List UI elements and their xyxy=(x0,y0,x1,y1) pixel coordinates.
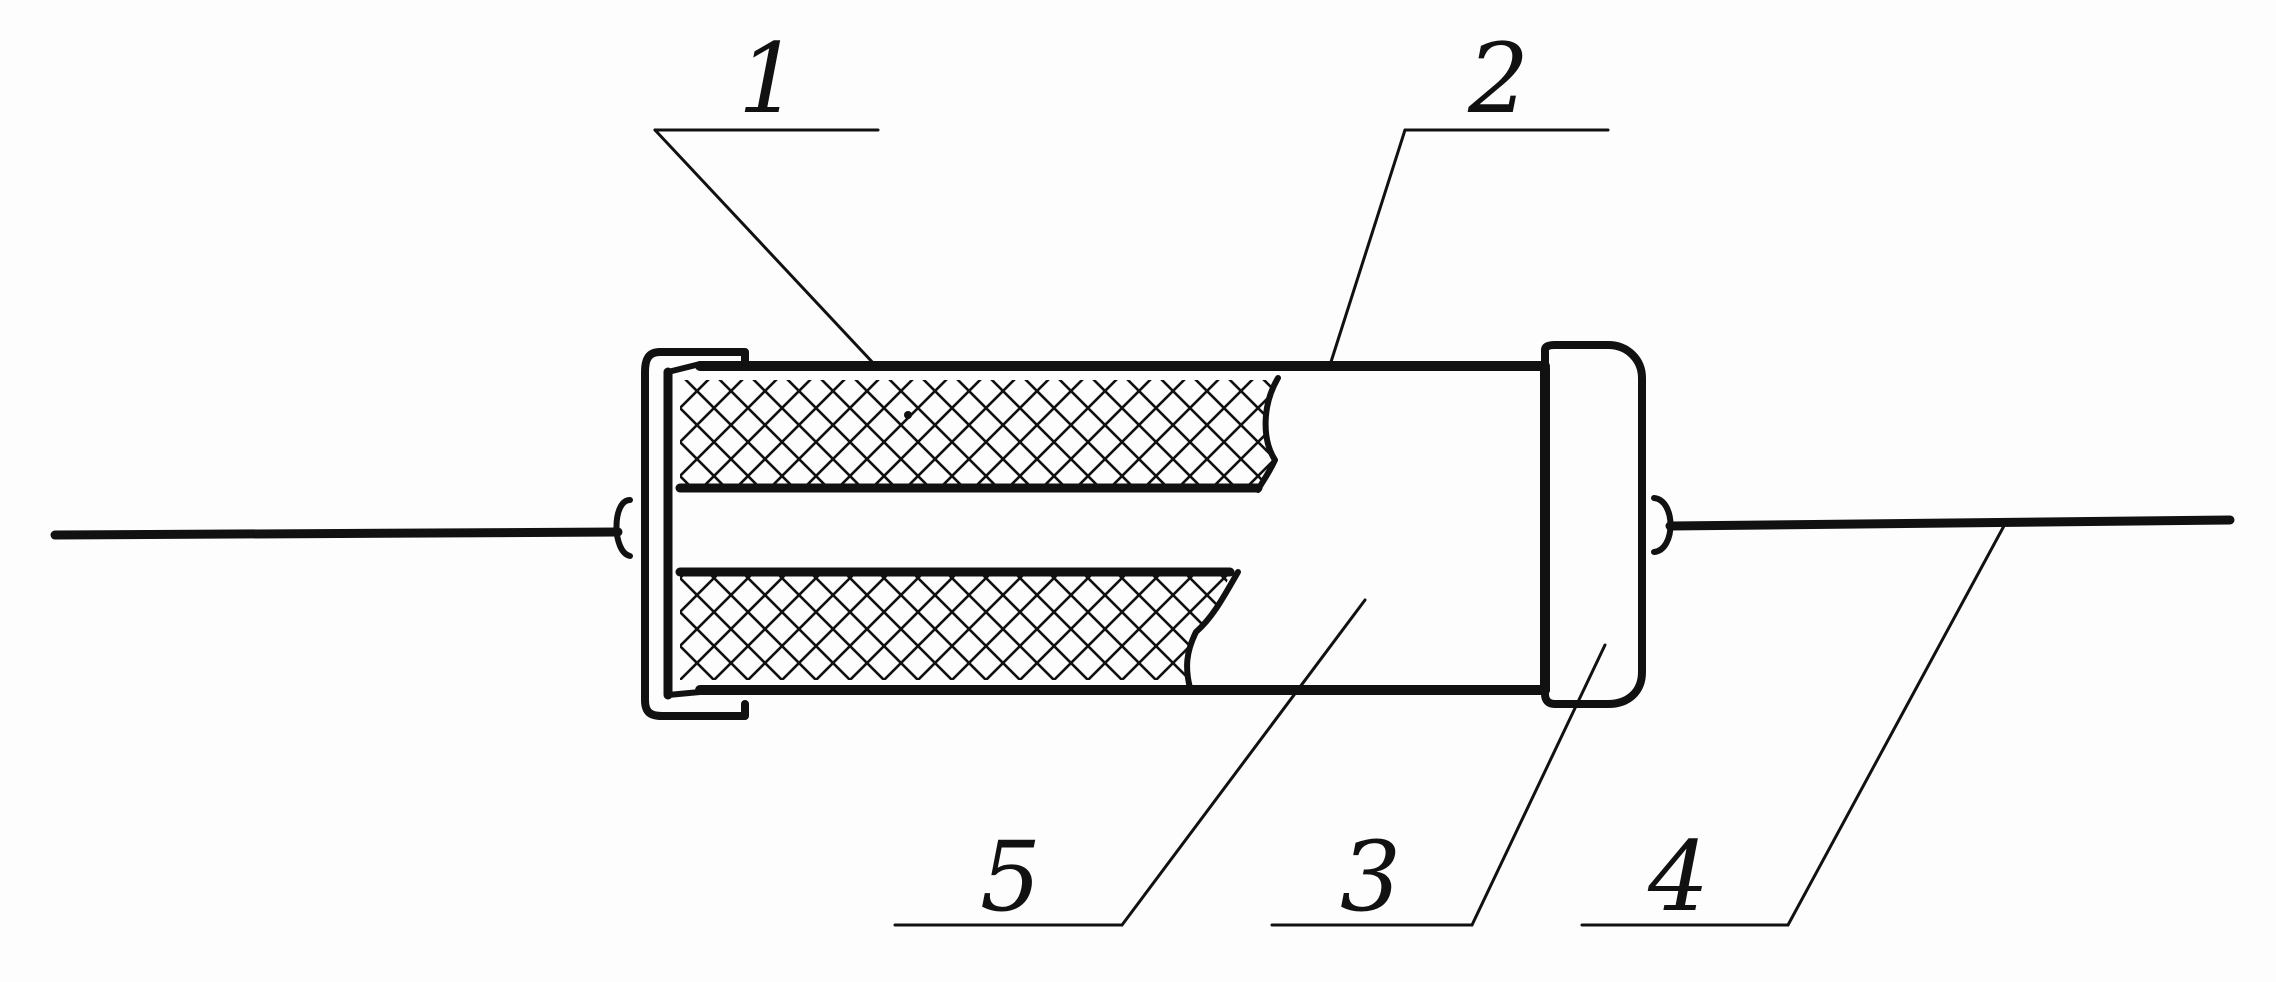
leader-lines xyxy=(653,128,2007,927)
callout-1: 1 xyxy=(738,23,799,135)
housing-tube xyxy=(695,361,1550,695)
hatched-filling xyxy=(675,375,1281,691)
callout-5: 5 xyxy=(980,821,1041,933)
callout-4: 4 xyxy=(1647,821,1709,933)
callout-3: 3 xyxy=(1340,821,1401,933)
right-lead-wire xyxy=(1651,495,2235,555)
left-end-cap xyxy=(641,348,749,720)
callout-labels: 1 2 3 4 5 xyxy=(738,23,1709,933)
left-lead-wire xyxy=(50,497,633,559)
callout-2: 2 xyxy=(1467,23,1529,135)
right-end-cap xyxy=(1540,341,1646,708)
